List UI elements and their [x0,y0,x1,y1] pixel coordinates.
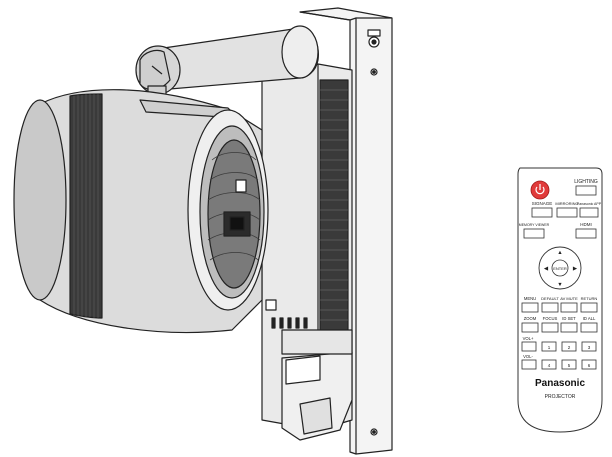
id-set-label: ID SET [562,316,576,321]
lighting-label: LIGHTING [574,179,598,185]
number-5-label: 5 [568,363,571,368]
number-4-button[interactable] [541,359,557,370]
vol-plus-button[interactable] [521,341,537,352]
number-2-button[interactable] [561,341,577,352]
enter-button[interactable] [551,259,569,277]
number-1-label: 1 [548,345,551,350]
number-3-button[interactable] [581,341,597,352]
wall-plate [299,7,393,455]
memory-viewer-button[interactable] [523,228,545,239]
default-label: DEFAULT [541,296,559,301]
menu-button[interactable] [521,302,539,313]
number-6-button[interactable] [581,359,597,370]
number-4-label: 4 [548,363,551,368]
focus-button[interactable] [541,322,559,333]
av-mute-button[interactable] [560,302,578,313]
number-1-button[interactable] [541,341,557,352]
id-all-label: ID ALL [583,316,596,321]
focus-label: FOCUS [543,316,558,321]
hdmi-label: HDMI [580,222,592,227]
up-arrow-icon[interactable]: ▲ [557,250,562,256]
memory-viewer-label: MEMORY VIEWER [519,223,550,227]
remote-control: LIGHTING SIGNAGE MIRRORING Panasonic APP… [517,167,603,433]
left-arrow-icon[interactable]: ◀ [544,266,549,272]
panasonic-app-label: Panasonic APP [577,202,602,206]
zoom-button[interactable] [521,322,539,333]
number-3-label: 3 [588,345,591,350]
id-set-button[interactable] [560,322,578,333]
bottom-unit [281,329,353,441]
number-5-button[interactable] [561,359,577,370]
panasonic-app-button[interactable] [579,207,599,218]
hdmi-button[interactable] [575,228,597,239]
model-label: PROJECTOR [545,394,576,400]
id-all-button[interactable] [580,322,598,333]
projector-body [13,89,269,334]
return-button[interactable] [580,302,598,313]
menu-label: MENU [524,296,536,301]
power-icon [535,184,545,195]
brand-logo: Panasonic [535,378,585,389]
zoom-label: ZOOM [524,316,537,321]
number-2-label: 2 [568,345,571,350]
lighting-button[interactable] [575,185,597,196]
enter-label: ENTER [553,266,567,271]
vol-minus-button[interactable] [521,359,537,370]
return-label: RETURN [581,296,598,301]
av-mute-label: AV MUTE [560,296,578,301]
signage-button[interactable] [531,207,553,218]
mirroring-button[interactable] [556,207,578,218]
signage-label: SIGNAGE [532,201,553,206]
number-6-label: 6 [588,363,591,368]
projector [13,7,393,455]
default-button[interactable] [541,302,559,313]
vol-minus-label: VOL- [523,354,533,359]
down-arrow-icon[interactable]: ▼ [557,282,562,288]
mirroring-label: MIRRORING [555,201,578,206]
right-arrow-icon[interactable]: ▶ [573,266,578,272]
vol-plus-label: VOL+ [523,336,534,341]
